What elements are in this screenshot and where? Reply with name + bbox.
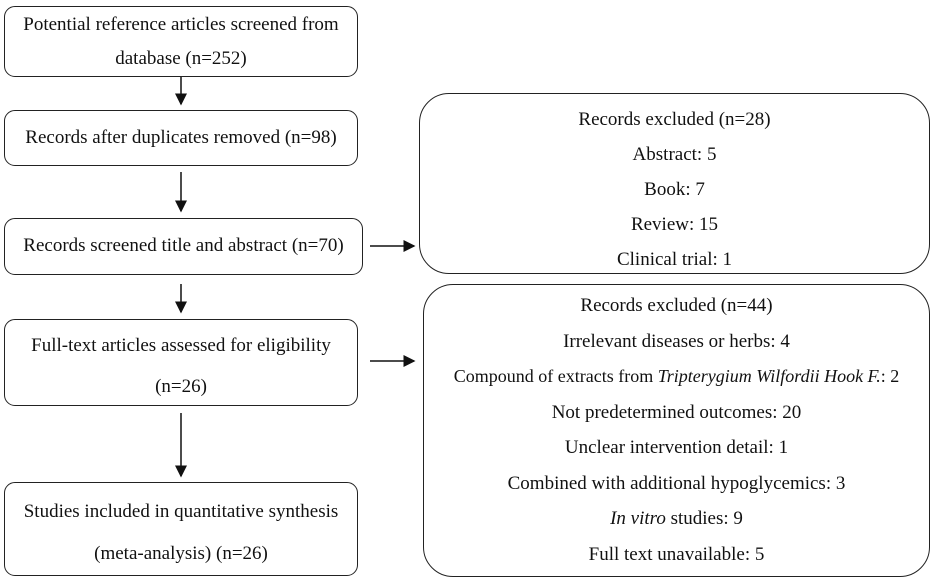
- duplicates-removed-text: Records after duplicates removed (n=98): [25, 127, 337, 148]
- identified-line1: Potential reference articles screened fr…: [23, 14, 339, 35]
- identified-line2: database (n=252): [115, 48, 247, 69]
- excluded-eligibility-item: Irrelevant diseases or herbs: 4: [563, 330, 790, 352]
- compound-species: Tripterygium Wilfordii Hook F.: [657, 366, 881, 386]
- excluded-eligibility-item: Full text unavailable: 5: [588, 543, 765, 565]
- excluded-screening-box: Records excluded (n=28) Abstract: 5 Book…: [419, 93, 930, 274]
- excluded-eligibility-item: Not predetermined outcomes: 20: [551, 401, 802, 423]
- screened-box: Records screened title and abstract (n=7…: [4, 218, 363, 275]
- included-line2: (meta-analysis) (n=26): [94, 543, 268, 564]
- excluded-screening-item: Book: 7: [644, 179, 705, 200]
- excluded-eligibility-item: Unclear intervention detail: 1: [564, 437, 789, 458]
- compound-prefix: Compound of extracts from: [453, 366, 658, 386]
- excluded-screening-item: Review: 15: [630, 214, 719, 235]
- full-text-line2: (n=26): [155, 376, 207, 397]
- excluded-screening-item: Clinical trial: 1: [616, 249, 733, 270]
- included-line1: Studies included in quantitative synthes…: [23, 501, 339, 522]
- duplicates-removed-box: Records after duplicates removed (n=98): [4, 110, 358, 166]
- excluded-eligibility-item: Compound of extracts from Tripterygium W…: [424, 359, 929, 395]
- excluded-eligibility-item: Combined with additional hypoglycemics: …: [507, 472, 846, 494]
- in-vitro-suffix: studies: 9: [665, 508, 743, 529]
- excluded-eligibility-box: Records excluded (n=44) Irrelevant disea…: [423, 284, 930, 577]
- excluded-screening-title: Records excluded (n=28): [578, 109, 771, 130]
- included-box: Studies included in quantitative synthes…: [4, 482, 358, 576]
- compound-suffix: : 2: [880, 366, 900, 386]
- excluded-eligibility-item: In vitro studies: 9: [424, 501, 929, 537]
- in-vitro-label: In vitro: [610, 508, 666, 529]
- screened-text: Records screened title and abstract (n=7…: [23, 235, 344, 256]
- identified-box: Potential reference articles screened fr…: [4, 6, 358, 77]
- full-text-box: Full-text articles assessed for eligibil…: [4, 319, 358, 406]
- excluded-eligibility-title: Records excluded (n=44): [580, 295, 773, 316]
- excluded-screening-item: Abstract: 5: [632, 144, 717, 165]
- full-text-line1: Full-text articles assessed for eligibil…: [31, 335, 331, 356]
